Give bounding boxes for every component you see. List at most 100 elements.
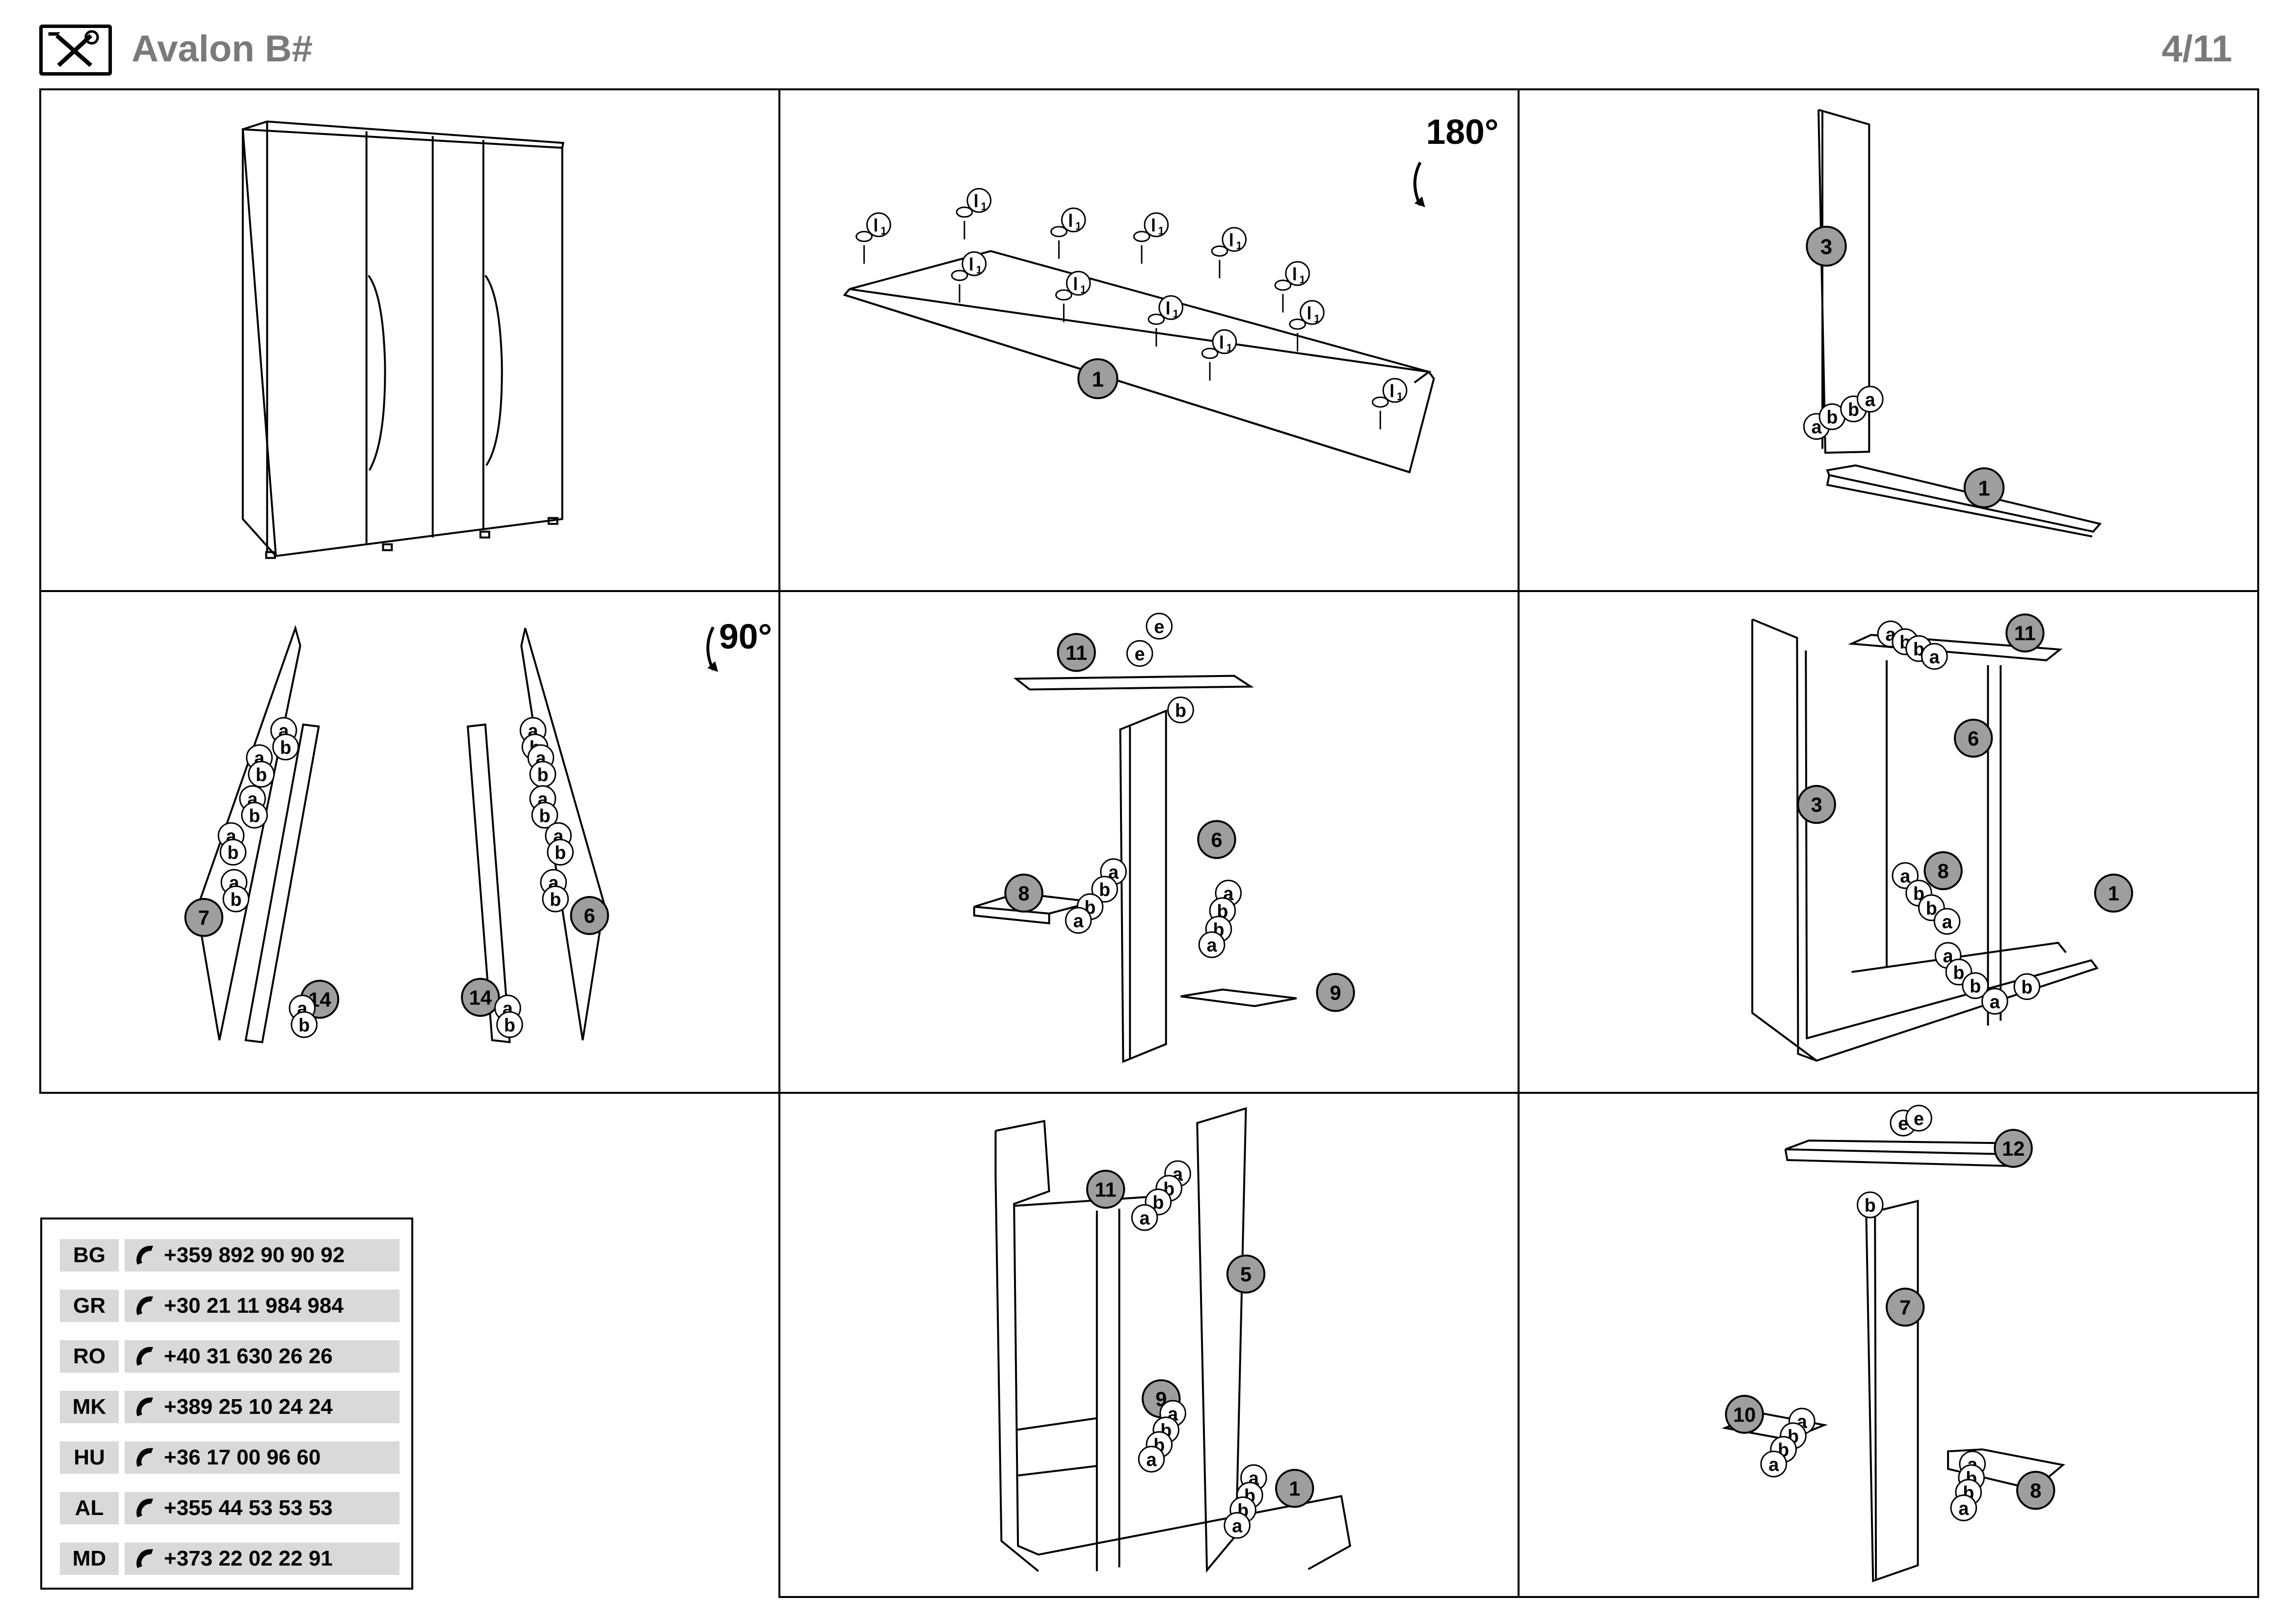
svg-text:a: a [1146, 1449, 1157, 1470]
country-code: MD [60, 1543, 119, 1575]
part-badge: 1 [1077, 358, 1119, 400]
country-code: MK [60, 1391, 119, 1423]
svg-text:a: a [1207, 935, 1218, 955]
part-badge: 8 [1004, 873, 1043, 913]
svg-text:1: 1 [1173, 307, 1179, 320]
svg-text:e: e [1154, 616, 1164, 637]
svg-text:l: l [1219, 333, 1224, 352]
fitting-badge: a [1950, 1494, 1977, 1521]
rotate-180-icon: 180° [1413, 112, 1498, 208]
svg-text:a: a [1108, 862, 1119, 882]
part-badge: 14 [461, 977, 500, 1017]
svg-text:b: b [550, 889, 561, 910]
fitting-badge: a [1198, 931, 1226, 958]
svg-text:b: b [230, 889, 241, 910]
svg-text:l: l [1292, 265, 1297, 284]
svg-text:1: 1 [881, 225, 886, 237]
svg-text:b: b [298, 1015, 310, 1035]
part-badge: 8 [2016, 1470, 2056, 1510]
svg-text:9: 9 [1330, 981, 1341, 1004]
fitting-badge: b [496, 1011, 523, 1038]
svg-text:b: b [1953, 962, 1964, 983]
fitting-badge: a [1131, 1204, 1158, 1231]
svg-text:a: a [1812, 417, 1822, 437]
svg-text:1: 1 [981, 200, 987, 213]
svg-text:b: b [537, 764, 548, 785]
phone-number[interactable]: +355 44 53 53 53 [125, 1492, 400, 1524]
phone-icon [136, 1397, 153, 1416]
svg-text:1: 1 [1236, 239, 1242, 251]
svg-text:1: 1 [1092, 367, 1104, 391]
fitting-badge: b [1091, 875, 1118, 903]
phone-number[interactable]: +373 22 02 22 91 [125, 1543, 400, 1575]
fitting-badge: e [1905, 1105, 1932, 1132]
svg-text:b: b [1099, 879, 1110, 900]
part-badge: 8 [1923, 851, 1963, 891]
phone-number[interactable]: +30 21 11 984 984 [125, 1290, 400, 1322]
phone-number-text: +355 44 53 53 53 [164, 1496, 333, 1520]
svg-text:1: 1 [2108, 882, 2119, 905]
fitting-badge: b [531, 802, 559, 829]
svg-text:1: 1 [1227, 342, 1232, 354]
svg-text:b: b [1826, 407, 1838, 428]
country-code: BG [60, 1239, 119, 1272]
step-1-wardrobe-overview [39, 88, 780, 592]
part-badge: 5 [1226, 1254, 1266, 1294]
svg-text:3: 3 [1811, 793, 1822, 816]
svg-text:b: b [2021, 977, 2032, 998]
svg-text:6: 6 [1211, 828, 1222, 851]
svg-text:b: b [227, 842, 239, 863]
phone-number-text: +36 17 00 96 60 [164, 1445, 321, 1469]
svg-text:l: l [1073, 274, 1078, 294]
svg-text:b: b [539, 805, 550, 826]
svg-text:b: b [1152, 1192, 1164, 1213]
phone-number[interactable]: +389 25 10 24 24 [125, 1391, 400, 1423]
fitting-badge: a [1933, 908, 1961, 935]
part-badge: 11 [2005, 613, 2045, 653]
svg-text:7: 7 [1899, 1296, 1911, 1319]
phone-icon [136, 1448, 153, 1467]
svg-text:l: l [1068, 211, 1073, 231]
part-badge: 10 [1725, 1395, 1764, 1434]
fitting-badge: b [291, 1011, 318, 1038]
svg-text:5: 5 [1240, 1263, 1252, 1286]
svg-text:a: a [1768, 1454, 1779, 1475]
svg-text:l: l [1307, 303, 1311, 323]
fitting-badge: b [272, 733, 299, 760]
page-number: 4/11 [2162, 28, 2232, 70]
part-badge: 6 [1197, 820, 1236, 859]
phone-number[interactable]: +359 892 90 90 92 [125, 1239, 400, 1272]
svg-text:8: 8 [1018, 882, 1029, 905]
fitting-badge: b [241, 802, 268, 829]
fitting-badge: b [542, 885, 569, 913]
phone-number-text: +40 31 630 26 26 [164, 1344, 333, 1368]
svg-text:11: 11 [1066, 641, 1087, 664]
svg-text:b: b [504, 1015, 515, 1035]
svg-text:1: 1 [1299, 273, 1305, 286]
svg-text:a: a [1990, 991, 2001, 1012]
svg-text:7: 7 [198, 906, 210, 929]
svg-text:8: 8 [2030, 1479, 2041, 1502]
wardrobe-illustration [241, 120, 564, 559]
fitting-badge: a [1224, 1512, 1251, 1539]
fitting-badge: a [1981, 988, 2008, 1015]
svg-text:8: 8 [1938, 859, 1949, 882]
svg-text:11: 11 [2014, 622, 2036, 645]
phone-number[interactable]: +40 31 630 26 26 [125, 1340, 400, 1373]
part-badge: 6 [1953, 718, 1993, 758]
part-badge: 6 [570, 896, 609, 935]
phone-icon [136, 1245, 153, 1265]
phone-number[interactable]: +36 17 00 96 60 [125, 1441, 400, 1474]
